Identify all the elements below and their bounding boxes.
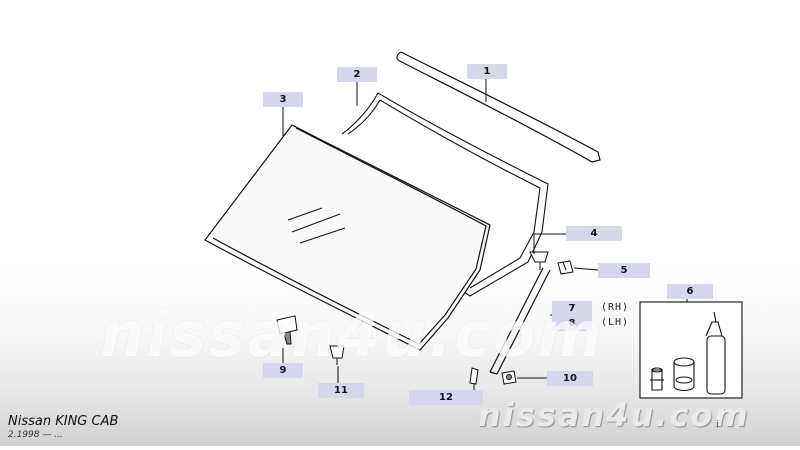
callout-8: 8: [552, 316, 592, 331]
watermark-corner: nissan4u.com: [478, 396, 750, 434]
side-note-lh: (LH): [601, 317, 630, 328]
callout-1: 1: [467, 64, 507, 79]
callout-11: 11: [318, 383, 364, 398]
watermark-center: nissan4u.com: [100, 298, 604, 371]
part-12-end-piece: [469, 367, 479, 385]
caption-subtitle: 2.1998 — ...: [8, 430, 63, 440]
callout-12: 12: [409, 390, 483, 405]
part-1-molding: [396, 51, 601, 163]
callout-2: 2: [337, 67, 377, 82]
caption-title: Nissan KING CAB: [8, 414, 119, 429]
callout-5: 5: [598, 263, 650, 278]
part-3-glass: [204, 124, 491, 351]
reference-mark: i: [716, 420, 719, 430]
part-5-fastener: [557, 260, 574, 275]
part-4-clip: [529, 251, 549, 270]
callout-4: 4: [566, 226, 622, 241]
callout-7: 7: [552, 301, 592, 316]
part-7-8-pillar-molding: [489, 267, 551, 375]
side-note-rh: (RH): [601, 302, 630, 313]
callout-10: 10: [547, 371, 593, 386]
callout-9: 9: [263, 363, 303, 378]
part-9-bracket: [276, 315, 298, 345]
callout-6: 6: [667, 284, 713, 299]
callout-3: 3: [263, 92, 303, 107]
part-11-clip: [329, 345, 345, 365]
part-10-fastener: [501, 370, 517, 385]
part-6-adhesive-kit: [639, 301, 743, 399]
